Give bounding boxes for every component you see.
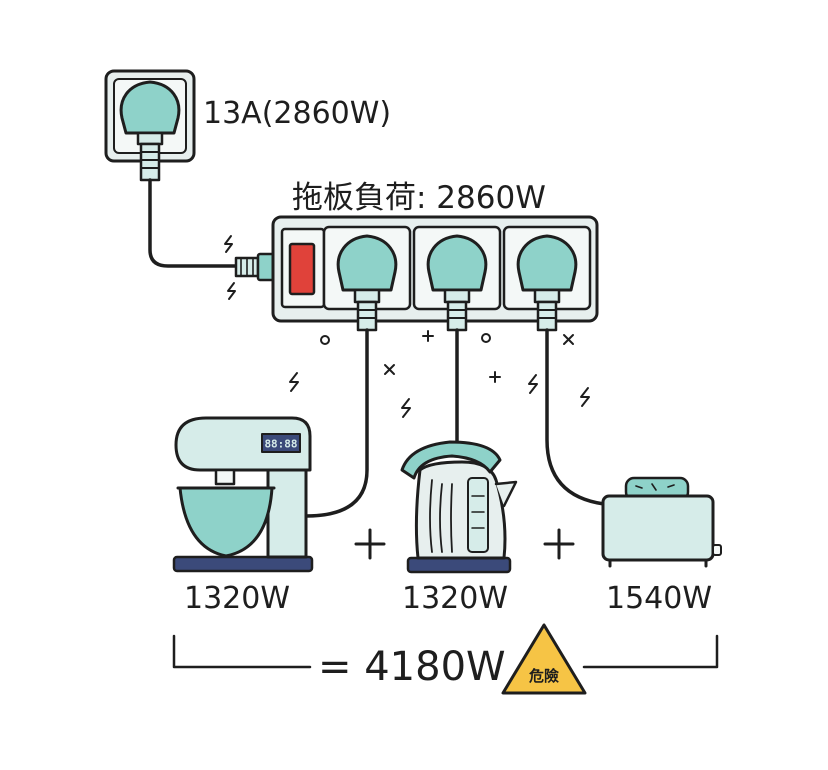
toaster-icon (601, 476, 722, 568)
warning-label: 危險 (529, 667, 559, 685)
total-wattage: = 4180W (318, 644, 506, 690)
warning-icon: 危險 (501, 623, 587, 695)
wall-socket-rating: 13A(2860W) (203, 96, 392, 131)
wall-socket (104, 69, 196, 182)
plug-icon (426, 234, 488, 332)
toaster-wattage: 1540W (606, 581, 713, 616)
kettle-wattage: 1320W (402, 581, 509, 616)
toaster-cord (545, 328, 606, 506)
sparks-icon (289, 330, 590, 418)
strip-load-label: 拖板負荷: 2860W (292, 180, 546, 216)
plug-icon (336, 234, 398, 332)
stand-mixer-icon: 88:88 (172, 416, 314, 573)
mixer-display: 88:88 (264, 438, 297, 451)
mixer-cord (304, 328, 369, 518)
spark-icon (224, 235, 233, 253)
total-bracket-right (582, 634, 719, 669)
power-strip (271, 215, 599, 332)
total-bracket-left (172, 634, 312, 669)
power-switch (288, 242, 316, 296)
kettle-icon (400, 440, 518, 574)
wall-cord (148, 178, 238, 268)
plug-icon (516, 234, 578, 332)
wall-plug-icon (119, 80, 181, 135)
plus-sign-icons (354, 528, 575, 560)
spark-icon (227, 282, 236, 300)
mixer-wattage: 1320W (184, 581, 291, 616)
